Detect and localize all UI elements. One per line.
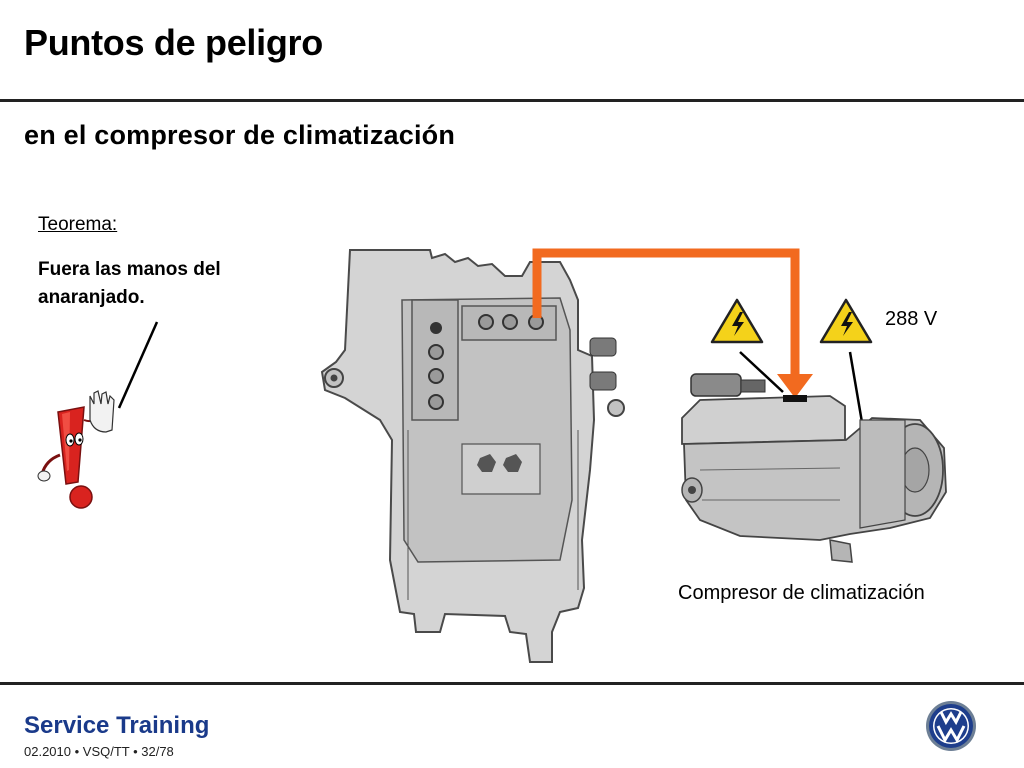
compressor-caption: Compresor de climatización [678, 582, 925, 604]
slide-subtitle: en el compresor de climatización [24, 120, 456, 150]
exclamation-mascot-icon [37, 321, 159, 509]
header-divider [0, 99, 1024, 102]
slide-title: Puntos de peligro [24, 22, 323, 63]
footer-brand: Service Training [24, 712, 210, 739]
cable-arrow-head [777, 374, 813, 398]
ac-compressor [681, 373, 947, 563]
footer-divider [0, 682, 1024, 685]
voltage-label: 288 V [885, 308, 938, 330]
theorem-text: Fuera las manos del anaranjado. [38, 259, 221, 308]
warning-triangle-icon [710, 298, 764, 344]
theorem-label: Teorema: [38, 214, 118, 235]
high-voltage-cable [532, 248, 800, 380]
warning-triangle-icon [819, 298, 873, 344]
footer-info: 02.2010 • VSQ/TT • 32/78 [24, 744, 174, 759]
power-electronics-unit [320, 249, 625, 663]
vw-logo-icon [926, 701, 976, 751]
